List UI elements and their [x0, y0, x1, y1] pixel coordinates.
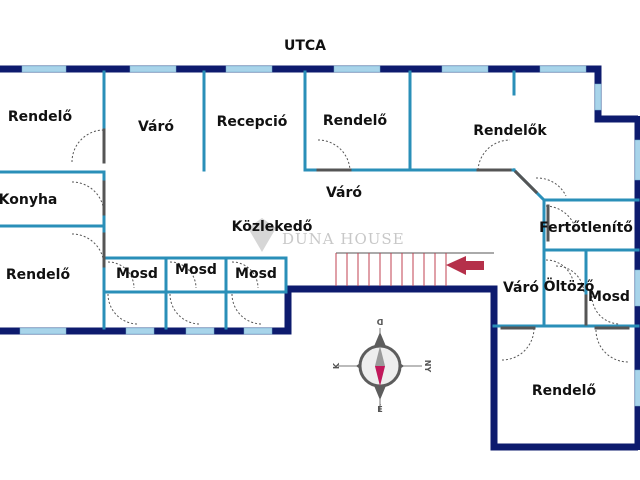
- door-leaves: [102, 128, 630, 330]
- room-label-mosd-1: Mosd: [116, 266, 158, 282]
- staircase: [335, 252, 494, 286]
- room-label-varo-center: Váró: [326, 185, 362, 201]
- compass-right-label: NY: [423, 360, 432, 373]
- room-label-varo-top: Váró: [138, 119, 174, 135]
- room-label-oltozo: Öltöző: [544, 277, 595, 295]
- watermark: DUNA HOUSE: [248, 218, 405, 252]
- room-label-rendelo-left: Rendelő: [6, 267, 71, 283]
- room-label-mosd-3: Mosd: [235, 266, 277, 282]
- room-label-recepcio: Recepció: [217, 114, 288, 130]
- room-label-konyha: Konyha: [0, 192, 57, 208]
- room-label-fertotlenito: Fertőtlenítő: [539, 220, 633, 236]
- room-label-rendelo-top-mid: Rendelő: [323, 113, 388, 129]
- street-label: UTCA: [284, 38, 326, 54]
- watermark-text: DUNA HOUSE: [282, 230, 405, 248]
- duna-house-logo-icon: [248, 218, 276, 252]
- windows: [19, 65, 640, 407]
- room-label-rendelok: Rendelők: [473, 123, 547, 139]
- room-label-varo-right: Váró: [503, 280, 539, 296]
- stair-arrow-icon: [446, 256, 484, 275]
- room-label-rendelo-top-left: Rendelő: [8, 109, 73, 125]
- compass: D NY É K: [332, 317, 432, 414]
- compass-top-label: D: [376, 317, 383, 326]
- compass-left-label: K: [332, 362, 341, 369]
- room-label-kozlekedo: Közlekedő: [232, 219, 313, 235]
- room-label-mosd-right: Mosd: [588, 289, 630, 305]
- compass-bottom-label: É: [377, 403, 382, 414]
- room-label-rendelo-bottom-right: Rendelő: [532, 383, 597, 399]
- room-label-mosd-2: Mosd: [175, 262, 217, 278]
